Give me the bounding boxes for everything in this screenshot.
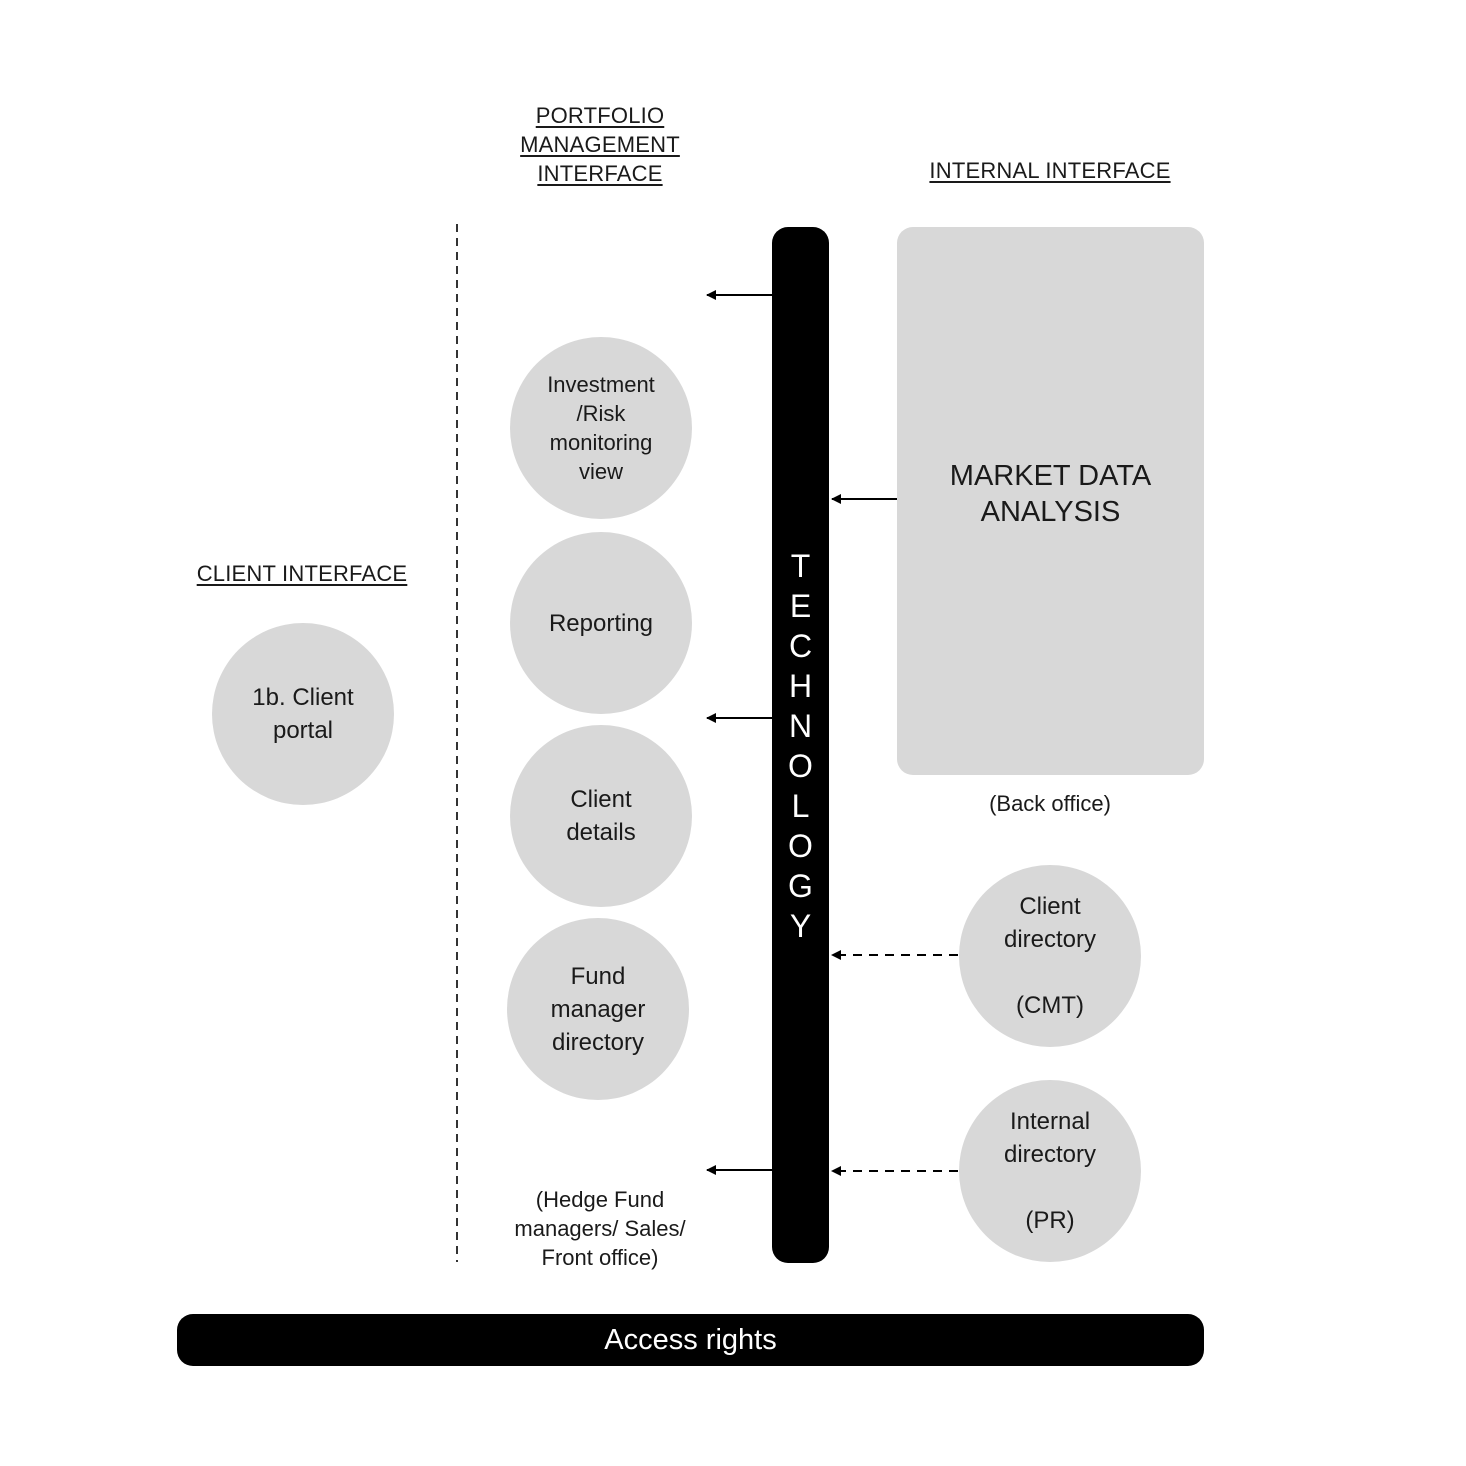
node-label: Reporting (548, 609, 654, 637)
node-label: /Risk (576, 401, 626, 426)
caption-line: managers/ Sales/ (514, 1216, 686, 1241)
node-label: directory (551, 1028, 645, 1056)
reporting-node: Reporting (510, 532, 692, 714)
technology-label: T E C H N O L O G Y (772, 546, 829, 946)
node-label: view (578, 459, 623, 484)
node-label: Investment (547, 372, 655, 397)
fund-manager-directory-node: Fund manager directory (507, 918, 689, 1100)
investment-risk-monitoring-node: Investment /Risk monitoring view (510, 337, 692, 519)
node-tag: (CMT) (1016, 992, 1084, 1019)
node-label: directory (1003, 1141, 1097, 1168)
heading-line: MANAGEMENT (520, 132, 680, 157)
back-office-caption: (Back office) (989, 791, 1111, 816)
box-label: MARKET DATA (949, 460, 1152, 492)
technology-letter: E (789, 588, 812, 624)
heading-line: INTERFACE (537, 161, 663, 186)
technology-letter: Y (789, 908, 812, 944)
box-label: ANALYSIS (980, 496, 1121, 528)
internal-interface-heading: INTERNAL INTERFACE (929, 158, 1171, 183)
market-data-analysis-box: MARKET DATA ANALYSIS (897, 227, 1204, 775)
client-directory-node: Client directory (CMT) (959, 865, 1141, 1047)
node-label: Client (570, 786, 632, 813)
node-label: monitoring (549, 430, 653, 455)
market-data-label: MARKET DATA ANALYSIS (950, 458, 1151, 530)
heading-line: PORTFOLIO (535, 103, 665, 128)
technology-letter: T (790, 548, 811, 584)
client-portal-node: 1b. Client portal (212, 623, 394, 805)
node-label: Client (1019, 893, 1081, 920)
technology-bar (772, 227, 829, 1263)
access-rights-label: Access rights (604, 1323, 777, 1356)
technology-letter: G (788, 868, 813, 904)
technology-letter: C (788, 628, 813, 664)
node-label: portal (272, 717, 334, 744)
caption-line: (Hedge Fund (535, 1187, 665, 1212)
client-details-node: Client details (510, 725, 692, 907)
node-label: Internal (1009, 1108, 1091, 1135)
portfolio-management-heading: PORTFOLIO MANAGEMENT INTERFACE (500, 101, 700, 188)
technology-letter: H (788, 668, 813, 704)
node-tag: (PR) (1025, 1207, 1075, 1234)
technology-letter: L (791, 788, 810, 824)
technology-letter: O (788, 748, 813, 784)
technology-letter: O (788, 828, 813, 864)
technology-letter: N (788, 708, 813, 744)
node-label: details (566, 819, 636, 846)
node-label: Fund (570, 962, 626, 990)
internal-directory-node: Internal directory (PR) (959, 1080, 1141, 1262)
front-office-caption: (Hedge Fund managers/ Sales/ Front offic… (480, 1185, 720, 1272)
node-label: 1b. Client (252, 684, 354, 711)
node-label: manager (550, 995, 646, 1023)
node-label: directory (1003, 926, 1097, 953)
client-interface-heading: CLIENT INTERFACE (196, 561, 408, 586)
access-rights-bar: Access rights (177, 1314, 1204, 1366)
caption-line: Front office) (541, 1245, 659, 1270)
